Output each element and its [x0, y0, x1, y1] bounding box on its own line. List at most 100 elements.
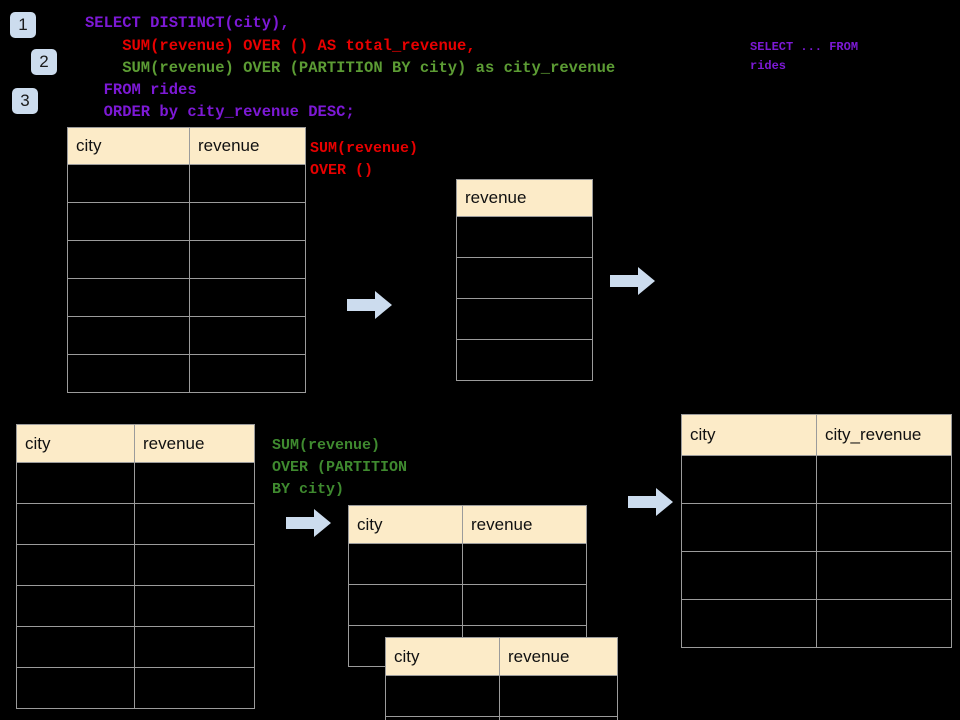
sql-line-sum-over-partition: SUM(revenue) OVER (PARTITION BY city) as…: [85, 59, 616, 77]
column-header-revenue: revenue: [134, 424, 255, 463]
column-header-city_revenue: city_revenue: [816, 414, 952, 456]
table-cell: [189, 164, 306, 203]
column-header-city: city: [16, 424, 135, 463]
arrow-right-icon: [610, 267, 655, 295]
column-header-city: city: [681, 414, 817, 456]
table-cell: [456, 257, 593, 299]
sql-line-select: SELECT DISTINCT(city),: [85, 14, 290, 32]
table-row: [348, 584, 587, 626]
table-row: [456, 216, 593, 258]
table-cell: [456, 298, 593, 340]
table-row: [385, 716, 618, 720]
arrow-source-to-partition: [286, 508, 332, 538]
table-row: [67, 316, 306, 355]
table-row: [16, 503, 255, 545]
step-badge-3: 3: [12, 88, 38, 114]
table-cell: [67, 354, 190, 393]
table-row: [681, 599, 952, 648]
table-cell: [189, 202, 306, 241]
table-cell: [462, 584, 587, 626]
annotation-select-from-rides: SELECT ... FROM rides: [750, 40, 859, 73]
table-row: [67, 278, 306, 317]
table-cell: [499, 675, 618, 717]
column-header-city: city: [348, 505, 463, 544]
table-cell: [462, 543, 587, 585]
table-cell: [67, 316, 190, 355]
table-cell: [134, 462, 255, 504]
table-row: [456, 339, 593, 381]
table-cell: [134, 503, 255, 545]
table-row: [16, 462, 255, 504]
step-badge-2: 2: [31, 49, 57, 75]
table-cell: [681, 599, 817, 648]
table-cell: [385, 716, 500, 720]
table-cell: [816, 455, 952, 504]
table-cell: [816, 599, 952, 648]
table-row: [348, 543, 587, 585]
table-cell: [67, 278, 190, 317]
step-badge-1: 1: [10, 12, 36, 38]
sql-line-sum-over-empty: SUM(revenue) OVER () AS total_revenue,: [85, 37, 476, 55]
table-row: [456, 257, 593, 299]
annotation-sum-over-partition: SUM(revenue) OVER (PARTITION BY city): [272, 437, 408, 498]
column-header-revenue: revenue: [456, 179, 593, 217]
annotation-sum-over-empty: SUM(revenue) OVER (): [310, 140, 419, 179]
table-row: [16, 585, 255, 627]
table-cell: [816, 503, 952, 552]
arrow-right-icon: [347, 291, 392, 319]
table-row: [456, 298, 593, 340]
arrow-total-to-result-top: [610, 266, 656, 296]
arrow-right-icon: [628, 488, 673, 516]
table-cell: [499, 716, 618, 720]
table-cell: [134, 626, 255, 668]
table-cell: [189, 278, 306, 317]
table-cell: [16, 462, 135, 504]
arrow-source-to-total: [347, 290, 393, 320]
total-revenue-table: revenue: [456, 179, 593, 381]
table-cell: [67, 240, 190, 279]
column-header-revenue: revenue: [462, 505, 587, 544]
table-cell: [348, 543, 463, 585]
table-cell: [134, 544, 255, 586]
table-row: [681, 455, 952, 504]
column-header-city: city: [385, 637, 500, 676]
table-cell: [681, 455, 817, 504]
table-cell: [385, 675, 500, 717]
arrow-right-icon: [286, 509, 331, 537]
table-row: [67, 240, 306, 279]
table-cell: [16, 544, 135, 586]
table-cell: [681, 551, 817, 600]
table-row: [67, 354, 306, 393]
table-cell: [67, 164, 190, 203]
table-row: [16, 544, 255, 586]
table-row: [681, 503, 952, 552]
table-cell: [16, 503, 135, 545]
table-cell: [189, 354, 306, 393]
table-cell: [456, 216, 593, 258]
table-row: [16, 667, 255, 709]
table-cell: [134, 585, 255, 627]
table-cell: [348, 584, 463, 626]
table-row: [16, 626, 255, 668]
table-cell: [456, 339, 593, 381]
table-cell: [189, 316, 306, 355]
table-cell: [189, 240, 306, 279]
table-row: [385, 675, 618, 717]
arrow-partition-to-result: [628, 487, 674, 517]
sql-line-order-by: ORDER by city_revenue DESC;: [85, 103, 355, 121]
column-header-city: city: [67, 127, 190, 165]
table-row: [681, 551, 952, 600]
column-header-revenue: revenue: [499, 637, 618, 676]
table-cell: [16, 626, 135, 668]
table-cell: [681, 503, 817, 552]
table-cell: [134, 667, 255, 709]
